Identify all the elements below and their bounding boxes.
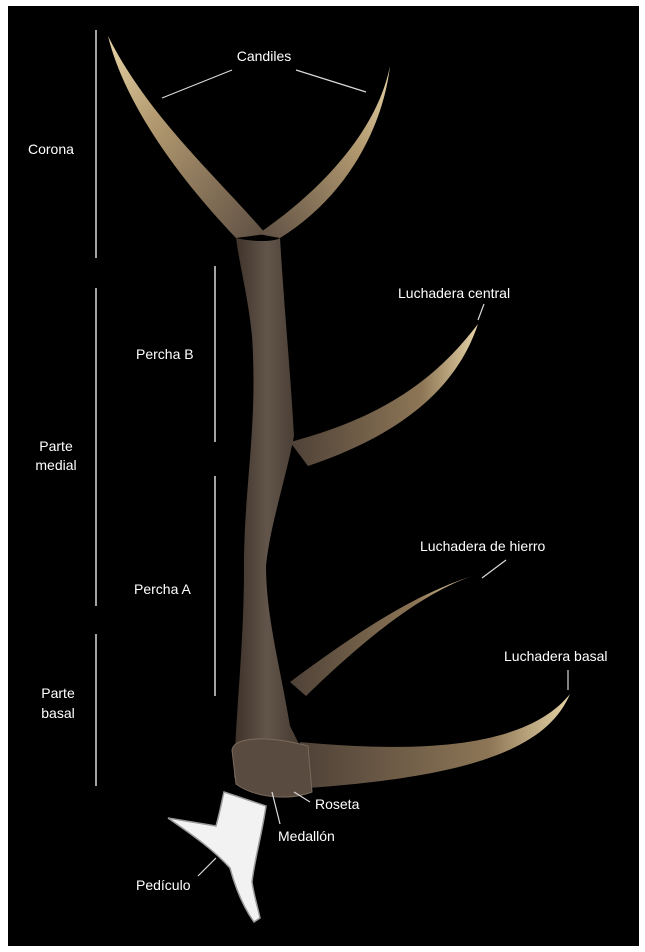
label-parte-basal-line1: Parte xyxy=(30,685,86,702)
antler-base-roseta xyxy=(232,739,312,797)
label-luchadera-hierro: Luchadera de hierro xyxy=(420,538,545,555)
label-medallon: Medallón xyxy=(278,828,335,845)
leader-candiles-left xyxy=(162,70,232,98)
candil-left xyxy=(108,36,266,238)
tine-luchadera-hierro xyxy=(290,576,472,696)
label-corona: Corona xyxy=(28,141,74,158)
candil-right xyxy=(258,66,390,238)
label-luchadera-basal: Luchadera basal xyxy=(504,648,608,665)
label-parte-medial-line1: Parte xyxy=(26,438,86,455)
leader-pediculo xyxy=(198,858,216,876)
label-pediculo: Pedículo xyxy=(136,877,190,894)
label-parte-medial-line2: medial xyxy=(26,457,86,474)
leader-luchadera-hierro xyxy=(482,560,506,578)
label-roseta: Roseta xyxy=(315,796,359,813)
label-percha-b: Percha B xyxy=(136,346,194,363)
label-candiles: Candiles xyxy=(228,48,300,65)
tine-luchadera-basal xyxy=(300,694,570,788)
leader-luchadera-central xyxy=(478,304,484,320)
label-luchadera-central: Luchadera central xyxy=(398,285,510,302)
section-brackets xyxy=(96,30,215,786)
pedicle-shape xyxy=(168,792,266,922)
leader-candiles-right xyxy=(296,70,366,92)
main-beam xyxy=(234,238,300,778)
label-parte-basal-line2: basal xyxy=(30,705,86,722)
figure-canvas: Candiles Corona Percha B Parte medial Pe… xyxy=(8,6,639,946)
tine-luchadera-central xyxy=(290,324,478,466)
label-percha-a: Percha A xyxy=(134,581,191,598)
